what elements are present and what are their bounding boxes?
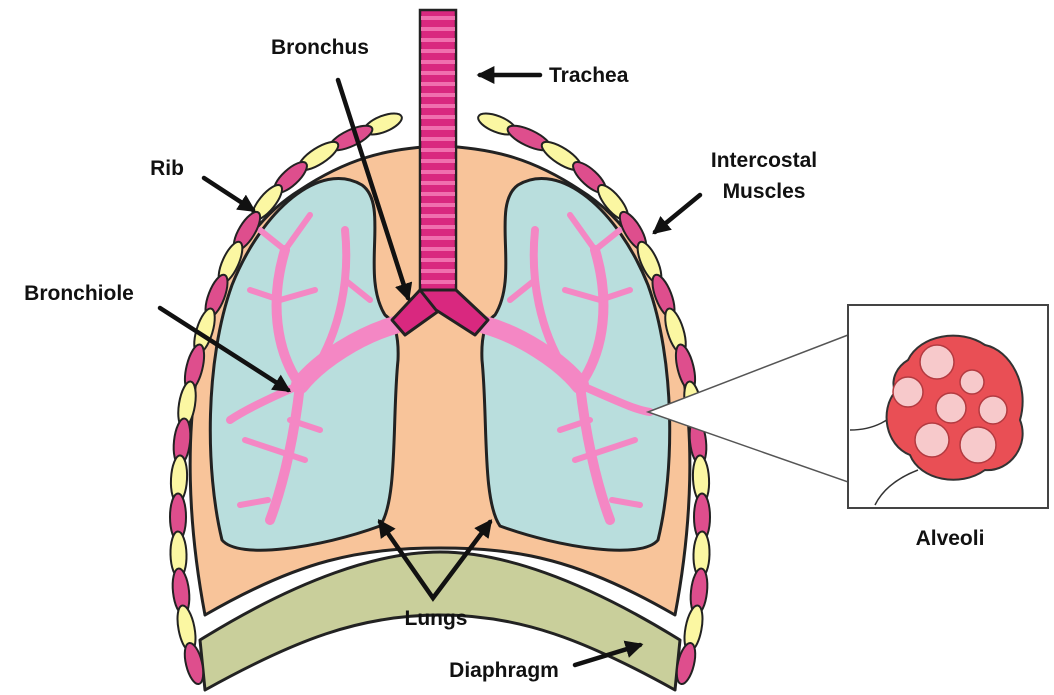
alveolus	[920, 345, 954, 379]
lungs-label: Lungs	[405, 607, 468, 630]
rib-arrow	[204, 178, 253, 210]
bronchiole-label: Bronchiole	[24, 282, 134, 305]
intercostal-arrow	[655, 195, 700, 232]
alveolus	[960, 427, 996, 463]
rib-label: Rib	[150, 157, 184, 180]
diaphragm-label: Diaphragm	[449, 659, 559, 682]
intercostal-label-line2: Muscles	[723, 180, 806, 203]
alveolus	[936, 393, 966, 423]
intercostal-label-line1: Intercostal	[711, 149, 817, 172]
alveoli-label: Alveoli	[916, 527, 985, 550]
alveolus	[915, 423, 949, 457]
trachea-label: Trachea	[549, 64, 629, 87]
trachea-icon	[420, 10, 456, 300]
bronchus-label: Bronchus	[271, 36, 369, 59]
alveolus	[893, 377, 923, 407]
alveolus	[979, 396, 1007, 424]
alveolus	[960, 370, 984, 394]
